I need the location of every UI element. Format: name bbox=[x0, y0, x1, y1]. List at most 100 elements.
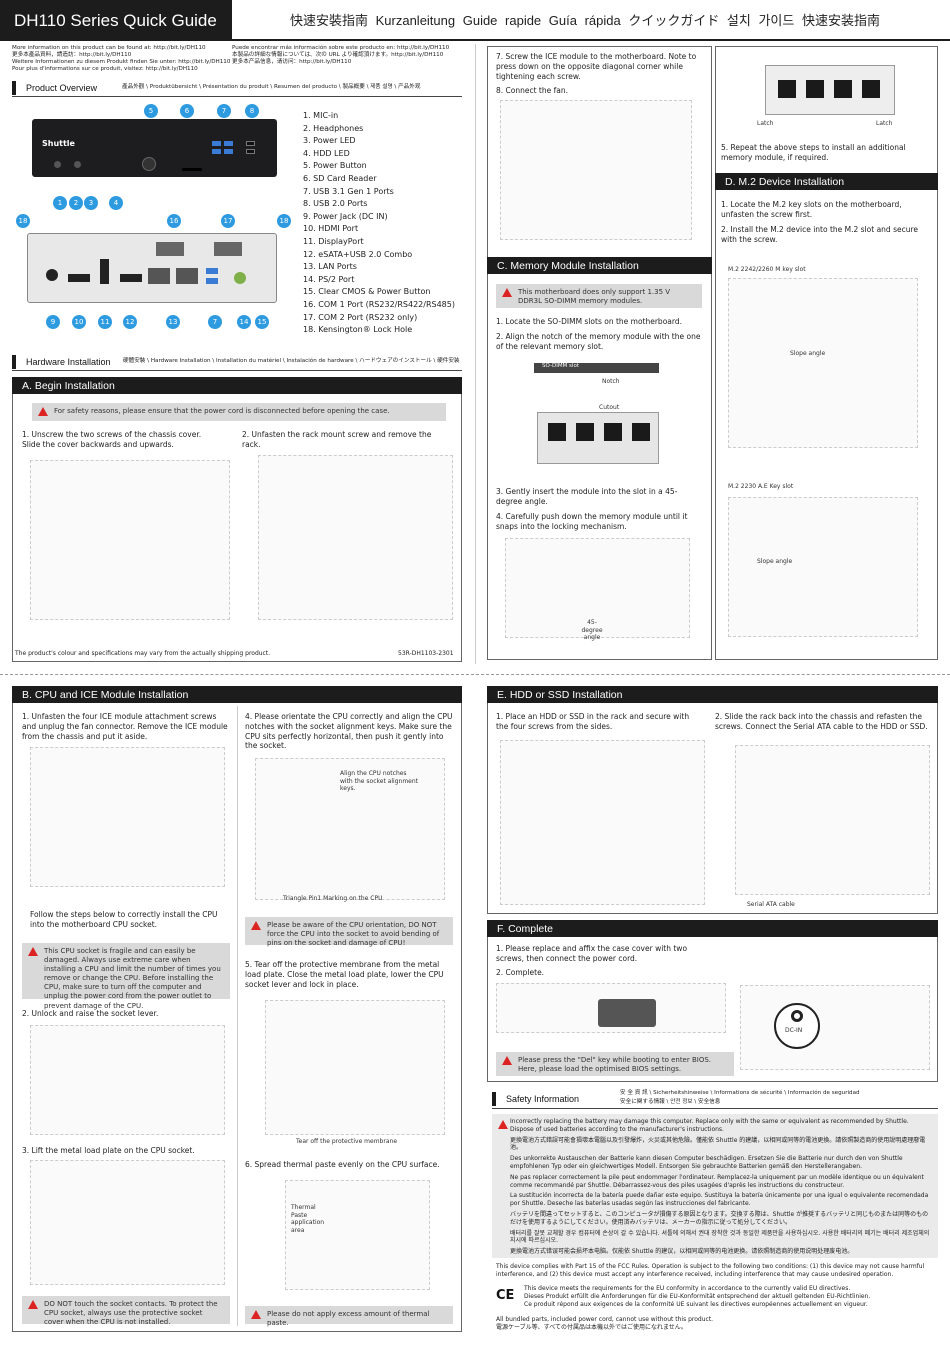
cpu-orientation-warning: Please be aware of the CPU orientation, … bbox=[245, 917, 453, 948]
section-rule bbox=[12, 96, 462, 97]
paste-label: Thermal Paste application area bbox=[291, 1204, 325, 1234]
dc-jack bbox=[46, 269, 58, 281]
safety-languages: 安 全 資 訊 \ Sicherheitshinweise \ Informat… bbox=[620, 1090, 860, 1096]
list-item: 14. PS/2 Port bbox=[303, 274, 355, 284]
thermal-paste-illustration bbox=[285, 1180, 430, 1290]
info-line: 更多本產品資料，請造訪：http://bit.ly/DH110 bbox=[12, 51, 132, 58]
paste-warning: Please do not apply excess amount of the… bbox=[245, 1306, 453, 1327]
slope-label: Slope angle bbox=[757, 558, 793, 565]
memory-insert-illustration bbox=[505, 538, 690, 638]
list-item: 13. LAN Ports bbox=[303, 262, 357, 272]
cpu-socket-warning: This CPU socket is fragile and can easil… bbox=[22, 943, 230, 1010]
list-item: 4. HDD LED bbox=[303, 148, 350, 158]
pin1-label: Triangle Pin1 Marking on the CPU bbox=[283, 895, 383, 902]
list-item: 10. HDMI Port bbox=[303, 224, 359, 234]
warning-text: Please be aware of the CPU orientation, … bbox=[267, 921, 440, 948]
m2-slot-label: M.2 2230 A.E Key slot bbox=[728, 483, 794, 490]
callout-number: 7 bbox=[217, 104, 231, 118]
step-text: 2. Unfasten the rack mount screw and rem… bbox=[242, 430, 432, 449]
memory-module-image bbox=[537, 412, 659, 464]
chassis-cover-illustration bbox=[30, 460, 230, 620]
hdd-installation-title: E. HDD or SSD Installation bbox=[487, 686, 938, 703]
fcc-statement: This device complies with Part 15 of the… bbox=[496, 1263, 925, 1278]
ps2-port bbox=[234, 272, 246, 284]
callout-number: 18 bbox=[16, 214, 30, 228]
list-item: 7. USB 3.1 Gen 1 Ports bbox=[303, 186, 394, 196]
list-item: 2. Headphones bbox=[303, 123, 364, 133]
cpu-installation-title: B. CPU and ICE Module Installation bbox=[12, 686, 462, 703]
warning-icon bbox=[251, 921, 261, 930]
rear-panel-image bbox=[27, 233, 277, 303]
step-text: 4. Carefully push down the memory module… bbox=[496, 512, 688, 531]
callout-number: 1 bbox=[53, 196, 67, 210]
step-text: 2. Complete. bbox=[496, 968, 545, 977]
latch-label: Latch bbox=[876, 120, 893, 127]
socket-lever-illustration bbox=[30, 1025, 225, 1135]
step-text: 1. Please replace and affix the case cov… bbox=[496, 944, 688, 963]
step-text: 2. Install the M.2 device into the M.2 s… bbox=[721, 225, 919, 244]
usb3-port bbox=[206, 278, 218, 284]
membrane-illustration bbox=[265, 1000, 445, 1135]
power-button bbox=[142, 157, 156, 171]
usb3-port bbox=[212, 141, 221, 146]
callout-number: 18 bbox=[277, 214, 291, 228]
safety-languages: 安全に関する情報 \ 안전 정보 \ 安全信息 bbox=[620, 1099, 721, 1105]
slope-label: Slope angle bbox=[790, 350, 826, 357]
memory-latch-image bbox=[765, 65, 895, 115]
sodimm-slot: SO-DIMM slot bbox=[534, 363, 659, 373]
m2-panel bbox=[715, 46, 938, 660]
battery-warning-box: Incorrectly replacing the battery may da… bbox=[492, 1114, 938, 1258]
hdd-chassis-illustration bbox=[735, 745, 930, 895]
ce-statement: This device meets the requirements for t… bbox=[524, 1285, 871, 1308]
lan-port bbox=[176, 268, 198, 284]
m2-2230-illustration bbox=[728, 497, 918, 637]
hardware-installation-title: Hardware Installation bbox=[12, 355, 117, 369]
sata-label: Serial ATA cable bbox=[747, 901, 795, 908]
com1-port bbox=[156, 242, 184, 256]
ce-mark-icon: CE bbox=[496, 1288, 515, 1303]
usb3-port bbox=[212, 149, 221, 154]
warning-text: Please press the "Del" key while booting… bbox=[518, 1056, 712, 1074]
follow-steps-text: Follow the steps below to correctly inst… bbox=[30, 910, 218, 929]
step-text: 4. Please orientate the CPU correctly an… bbox=[245, 712, 453, 751]
callout-number: 8 bbox=[245, 104, 259, 118]
latch-label: Latch bbox=[757, 120, 774, 127]
cpu-align-illustration bbox=[255, 758, 445, 900]
more-info-right: Puede encontrar más información sobre es… bbox=[232, 45, 449, 66]
info-line: Puede encontrar más información sobre es… bbox=[232, 45, 450, 51]
com2-port bbox=[214, 242, 242, 256]
memory-installation-title: C. Memory Module Installation bbox=[487, 257, 712, 274]
callout-number: 17 bbox=[221, 214, 235, 228]
rack-removal-illustration bbox=[258, 455, 453, 620]
align-label: Align the CPU notches with the socket al… bbox=[340, 770, 419, 792]
list-item: 6. SD Card Reader bbox=[303, 173, 377, 183]
usb3-port bbox=[224, 149, 233, 154]
step-text: 5. Repeat the above steps to install an … bbox=[721, 143, 906, 162]
callout-number: 10 bbox=[72, 315, 86, 329]
disclaimer: The product's colour and specifications … bbox=[15, 650, 271, 657]
notch-label: Notch bbox=[602, 378, 620, 385]
usb2-port bbox=[246, 149, 255, 154]
warning-icon bbox=[28, 1300, 38, 1309]
power-adapter-image bbox=[598, 999, 656, 1027]
safety-warning: For safety reasons, please ensure that t… bbox=[32, 403, 446, 421]
product-overview-languages: 產品外觀 \ Produktübersicht \ Présentation d… bbox=[122, 84, 421, 90]
front-panel-image: Shuttle bbox=[32, 119, 277, 177]
m2-slot-label: M.2 2242/2260 M key slot bbox=[728, 266, 806, 273]
usb2-port bbox=[246, 141, 255, 146]
hdd-rack-illustration bbox=[500, 740, 705, 905]
list-item: 11. DisplayPort bbox=[303, 236, 364, 246]
step-text: 5. Tear off the protective membrane from… bbox=[245, 960, 444, 989]
column-divider bbox=[475, 44, 476, 664]
warning-icon bbox=[251, 1310, 261, 1319]
callout-number: 6 bbox=[180, 104, 194, 118]
step-text: 7. Screw the ICE module to the motherboa… bbox=[496, 52, 697, 81]
usb3-port bbox=[224, 141, 233, 146]
info-line: Weitere Informationen zu diesem Produkt … bbox=[12, 58, 231, 65]
sd-card-slot bbox=[182, 168, 202, 171]
dcin-illustration bbox=[740, 985, 930, 1070]
step-text: 2. Slide the rack back into the chassis … bbox=[715, 712, 928, 731]
list-item: 15. Clear CMOS & Power Button bbox=[303, 287, 431, 297]
fold-line bbox=[0, 674, 950, 675]
warning-icon bbox=[38, 407, 48, 416]
